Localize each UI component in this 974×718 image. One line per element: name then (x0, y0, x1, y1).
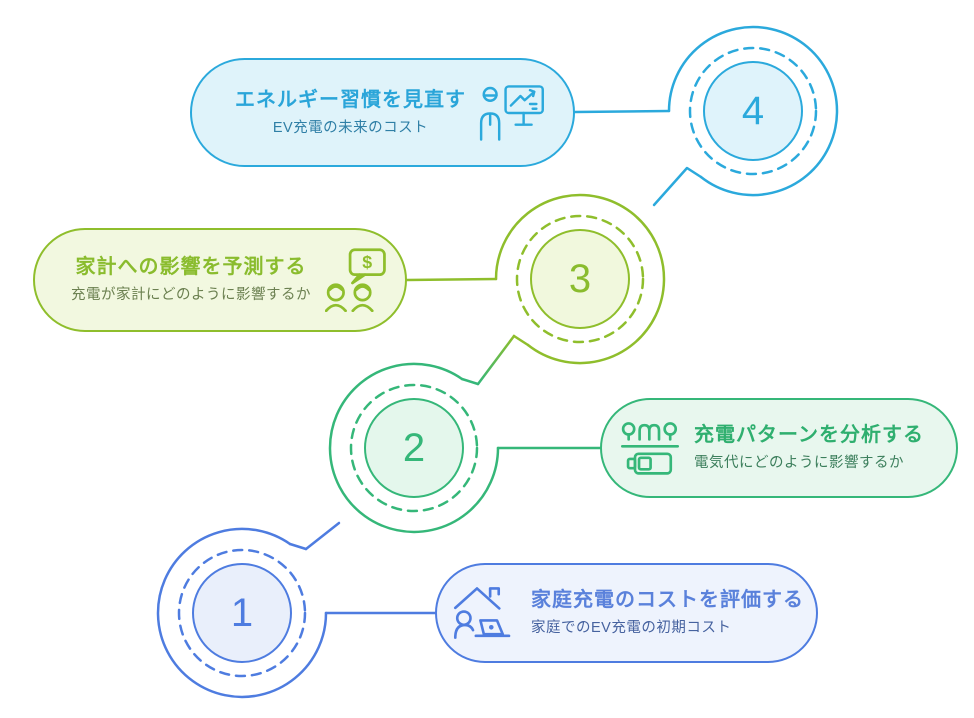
circle-3-dashed-ring (515, 214, 645, 344)
circle-3-inner (530, 229, 630, 329)
connector-circle2-to-circle1 (304, 521, 341, 551)
svg-text:$: $ (362, 252, 372, 272)
node-circle-1 (156, 527, 437, 699)
node-circle-2 (288, 362, 602, 551)
circle-4-inner (703, 61, 803, 161)
circle-4-dashed-ring (688, 46, 818, 176)
step-2-card: 充電パターンを分析する 電気代にどのように影響するか (600, 398, 958, 498)
circle-3-spike (512, 334, 530, 347)
step-2-number: 2 (402, 425, 426, 470)
step-2-subtitle: 電気代にどのように影響するか (694, 455, 904, 472)
connector-circle4-to-circle3 (652, 166, 703, 207)
step-4-title: エネルギー習慣を見直す (235, 88, 466, 111)
circle-2-spike (460, 377, 480, 386)
route-battery-icon (620, 419, 680, 477)
connector-pill3-to-circle3 (405, 277, 498, 282)
connector-circle3-to-circle2 (476, 334, 516, 386)
step-4-card: エネルギー習慣を見直す EV充電の未来のコスト (190, 58, 575, 167)
circle-2-inner (364, 398, 464, 498)
step-3-number: 3 (568, 256, 592, 301)
circle-4-outer-ring (667, 25, 839, 197)
step-1-card: 家庭充電のコストを評価する 家庭でのEV充電の初期コスト (435, 563, 818, 663)
step-3-card: 家計への影響を予測する 充電が家計にどのように影響するか $ (33, 228, 407, 332)
node-circle-3 (405, 193, 666, 386)
circle-3-outer-ring (494, 193, 666, 365)
step-3-subtitle: 充電が家計にどのように影響するか (71, 287, 311, 304)
money-chat-icon: $ (325, 248, 387, 312)
presentation-icon (479, 84, 547, 142)
step-4-number: 4 (741, 88, 765, 133)
step-1-number: 1 (230, 590, 254, 635)
step-2-title: 充電パターンを分析する (694, 424, 924, 447)
circle-2-outer-ring (328, 362, 500, 534)
circle-1-spike (288, 542, 308, 551)
step-3-title: 家計への影響を予測する (75, 256, 307, 279)
step-4-subtitle: EV充電の未来のコスト (272, 119, 429, 136)
circle-1-dashed-ring (177, 548, 307, 678)
step-1-subtitle: 家庭でのEV充電の初期コスト (531, 620, 732, 637)
circle-1-outer-ring (156, 527, 328, 699)
connector-pill4-to-circle4 (573, 109, 671, 114)
node-circle-4 (573, 25, 839, 207)
circle-2-dashed-ring (349, 383, 479, 513)
step-1-title: 家庭充電のコストを評価する (531, 589, 804, 612)
circle-1-inner (192, 563, 292, 663)
home-laptop-icon (453, 583, 517, 643)
